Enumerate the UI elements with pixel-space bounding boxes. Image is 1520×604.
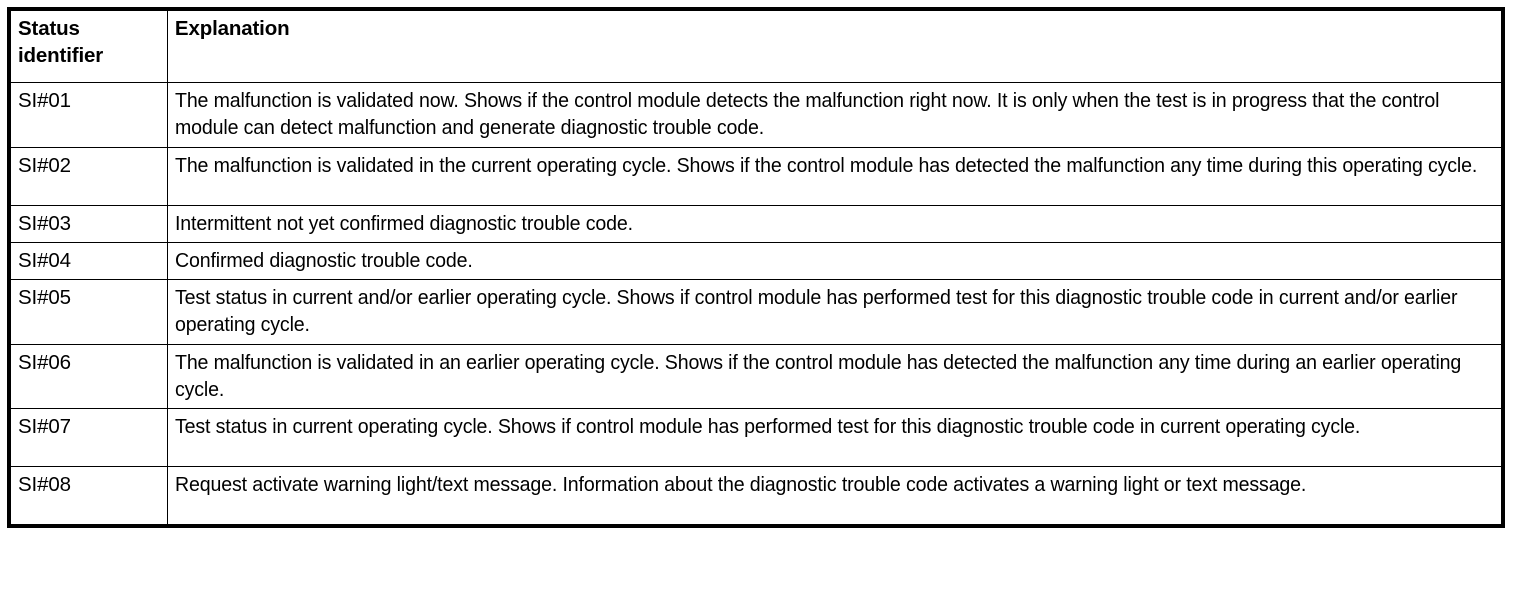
explanation-text: Confirmed diagnostic trouble code. xyxy=(174,248,473,272)
table-row: SI#03 Intermittent not yet confirmed diag… xyxy=(8,204,1504,243)
table-row: SI#07 Test status in current operating cy… xyxy=(8,408,1504,467)
explanation-cell: Request activate warning light/text mess… xyxy=(166,466,1504,527)
column-header-status-identifier-line2: identifier xyxy=(18,44,104,68)
explanation-cell: Test status in current and/or earlier op… xyxy=(166,279,1504,345)
status-identifier-value: SI#08 xyxy=(18,473,71,496)
table-row: SI#08 Request activate warning light/text… xyxy=(8,466,1504,527)
explanation-cell: The malfunction is validated in an earli… xyxy=(166,343,1504,409)
status-identifier-cell: SI#07 xyxy=(8,408,168,467)
table-row: SI#04 Confirmed diagnostic trouble code. xyxy=(8,241,1504,281)
explanation-cell: Confirmed diagnostic trouble code. xyxy=(166,241,1504,281)
explanation-text: Request activate warning light/text mess… xyxy=(174,473,1307,496)
explanation-text: The malfunction is validated now. Shows … xyxy=(174,89,1440,140)
table-row: SI#05 Test status in current and/or earli… xyxy=(8,279,1504,345)
status-identifier-cell: SI#06 xyxy=(8,343,168,409)
status-identifier-value: SI#06 xyxy=(18,350,71,374)
status-identifier-value: SI#07 xyxy=(18,415,71,438)
explanation-text: Test status in current and/or earlier op… xyxy=(174,286,1458,337)
explanation-cell: The malfunction is validated now. Shows … xyxy=(166,82,1504,148)
status-identifier-cell: SI#02 xyxy=(8,146,168,206)
status-identifier-cell: SI#04 xyxy=(8,241,168,281)
status-identifier-value: SI#02 xyxy=(18,153,71,177)
status-identifier-value: SI#04 xyxy=(18,248,71,272)
explanation-text: The malfunction is validated in the curr… xyxy=(174,153,1478,177)
status-identifier-value: SI#05 xyxy=(18,286,71,309)
column-header-status-identifier-line1: Status xyxy=(18,17,80,40)
status-identifier-cell: SI#03 xyxy=(8,204,168,243)
status-identifier-cell: SI#01 xyxy=(8,82,168,148)
explanation-cell: Test status in current operating cycle. … xyxy=(166,408,1504,467)
explanation-cell: Intermittent not yet confirmed diagnosti… xyxy=(166,204,1504,243)
table-body: SI#01 The malfunction is validated now. S… xyxy=(8,82,1504,527)
table-row: SI#01 The malfunction is validated now. S… xyxy=(8,82,1504,148)
table-row: SI#02 The malfunction is validated in the… xyxy=(8,146,1504,206)
status-identifier-value: SI#01 xyxy=(18,89,71,112)
explanation-text: The malfunction is validated in an earli… xyxy=(174,350,1462,401)
status-identifier-cell: SI#05 xyxy=(8,279,168,345)
column-header-status-identifier: Status identifier xyxy=(8,8,168,83)
table-header-row: Status identifier Explanation xyxy=(8,8,1504,83)
explanation-text: Test status in current operating cycle. … xyxy=(174,415,1361,438)
table-header: Status identifier Explanation xyxy=(8,8,1504,83)
table-row: SI#06 The malfunction is validated in an … xyxy=(8,343,1504,409)
status-identifier-value: SI#03 xyxy=(18,211,71,235)
column-header-explanation: Explanation xyxy=(166,8,1504,83)
explanation-text: Intermittent not yet confirmed diagnosti… xyxy=(174,211,633,235)
explanation-cell: The malfunction is validated in the curr… xyxy=(166,146,1504,206)
status-identifier-cell: SI#08 xyxy=(8,466,168,527)
